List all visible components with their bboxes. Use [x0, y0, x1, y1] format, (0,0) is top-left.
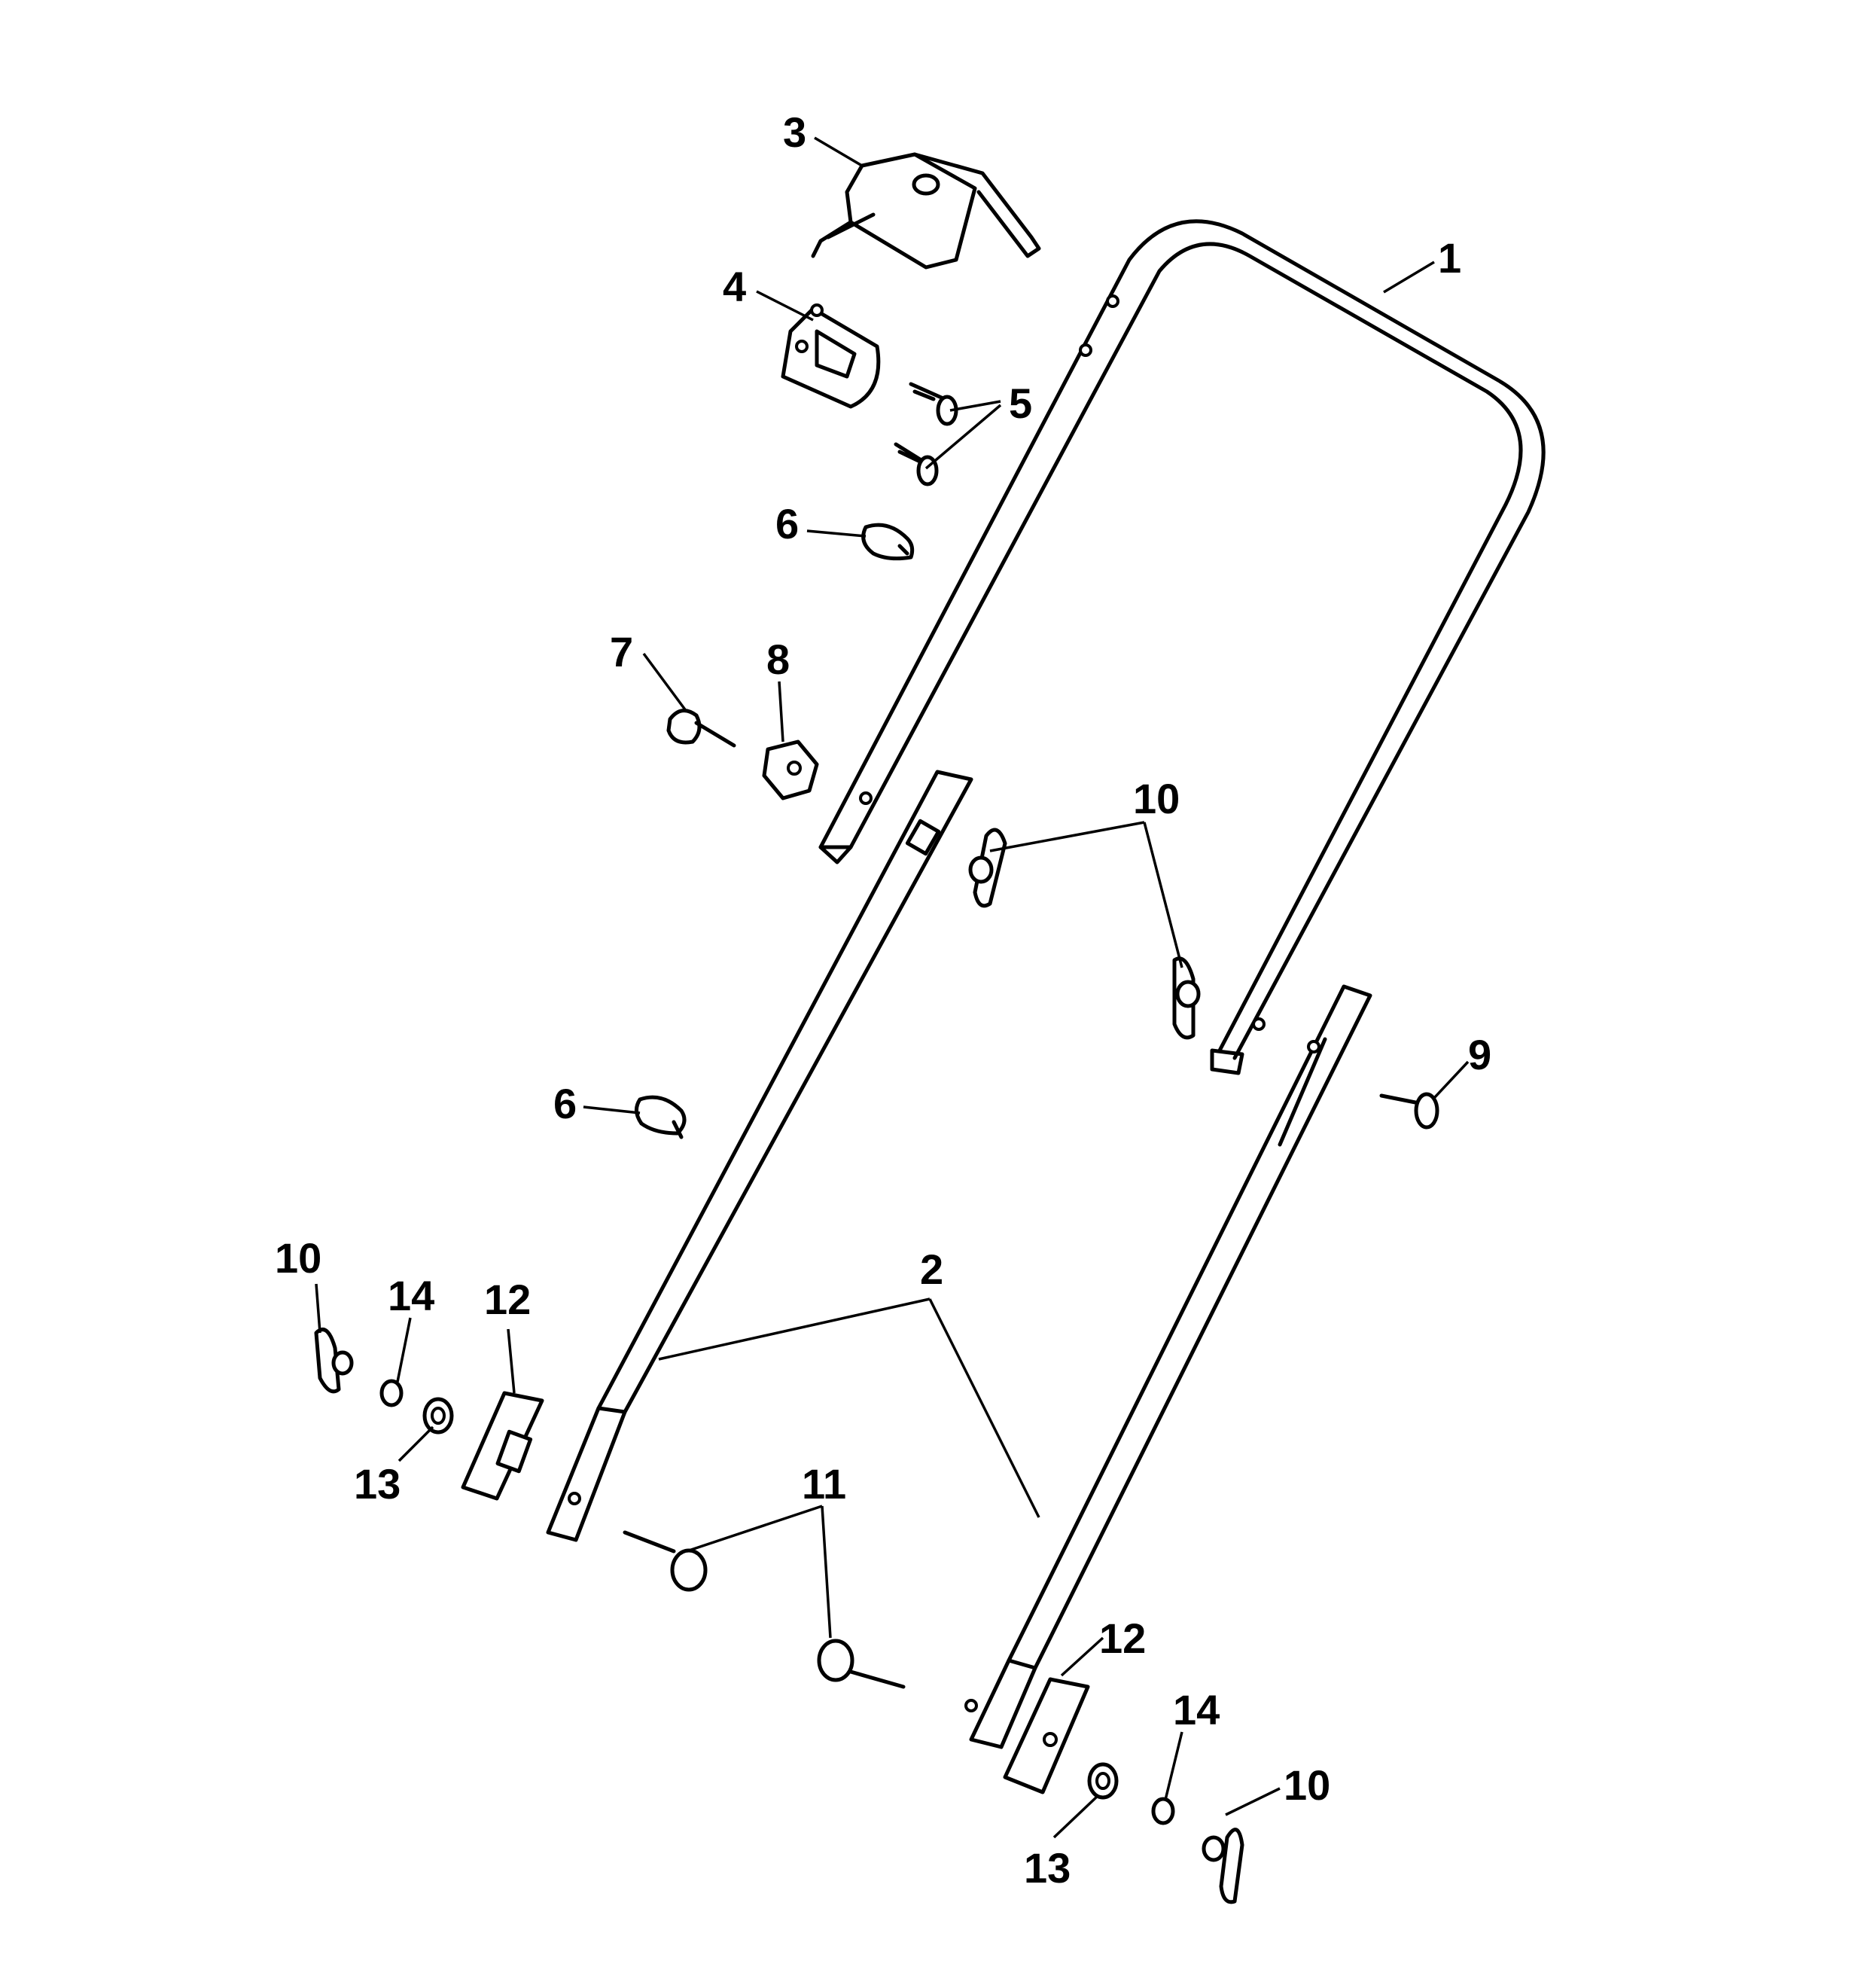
- callout-2: 2: [920, 1246, 943, 1293]
- knob-bolt-part-upper: [623, 1530, 708, 1592]
- clamp-block-part-left: [461, 1391, 544, 1501]
- callout-10-left: 10: [275, 1234, 321, 1282]
- bolt-part: [1379, 1092, 1439, 1130]
- cable-tie-part-lower: [635, 1095, 687, 1139]
- leader-lines: [315, 136, 1470, 1839]
- wing-nut-part-left: [314, 1328, 354, 1394]
- callout-13-right: 13: [1024, 1844, 1071, 1892]
- cable-tie-part-upper: [861, 523, 915, 561]
- callout-3: 3: [783, 108, 806, 156]
- callout-1: 1: [1438, 234, 1461, 282]
- callout-5: 5: [1009, 380, 1032, 427]
- callout-9: 9: [1468, 1031, 1491, 1078]
- callout-6-upper: 6: [775, 500, 799, 547]
- wing-nut-part-bottom: [1202, 1828, 1244, 1904]
- knob-bolt-part: [666, 709, 736, 748]
- callout-14-right: 14: [1173, 1686, 1220, 1733]
- bracket-part: [762, 739, 819, 800]
- callout-10-right: 10: [1284, 1761, 1330, 1809]
- callout-labels: 3 1 4 5 6 7 8 10 9 6 10 14 12 2 13 11 12…: [275, 108, 1491, 1892]
- callout-11: 11: [802, 1460, 846, 1508]
- cable-clip-part: [781, 303, 881, 409]
- callout-6-lower: 6: [553, 1080, 577, 1127]
- callout-7: 7: [610, 628, 633, 675]
- small-washer-part-left: [379, 1379, 404, 1407]
- callout-4: 4: [723, 263, 746, 310]
- screws-part: [894, 382, 958, 486]
- callout-14-left: 14: [388, 1272, 434, 1319]
- lower-handle-part: [546, 770, 1372, 1749]
- knob-bolt-part-lower: [817, 1639, 906, 1689]
- upper-handle-part: [818, 219, 1546, 1075]
- washer-part-left: [422, 1397, 454, 1435]
- small-washer-part-right: [1151, 1797, 1175, 1825]
- callout-8: 8: [766, 636, 790, 683]
- callout-12-right: 12: [1099, 1614, 1146, 1662]
- washer-part-right: [1087, 1762, 1119, 1800]
- callout-13-left: 13: [354, 1460, 401, 1508]
- callout-12-left: 12: [484, 1276, 531, 1323]
- wing-nut-part-right: [1172, 956, 1201, 1040]
- callout-10-upper: 10: [1133, 775, 1180, 822]
- switch-housing-part: [811, 152, 1041, 270]
- clamp-block-part-right: [1003, 1677, 1090, 1794]
- wing-nut-part-upper: [968, 828, 1007, 908]
